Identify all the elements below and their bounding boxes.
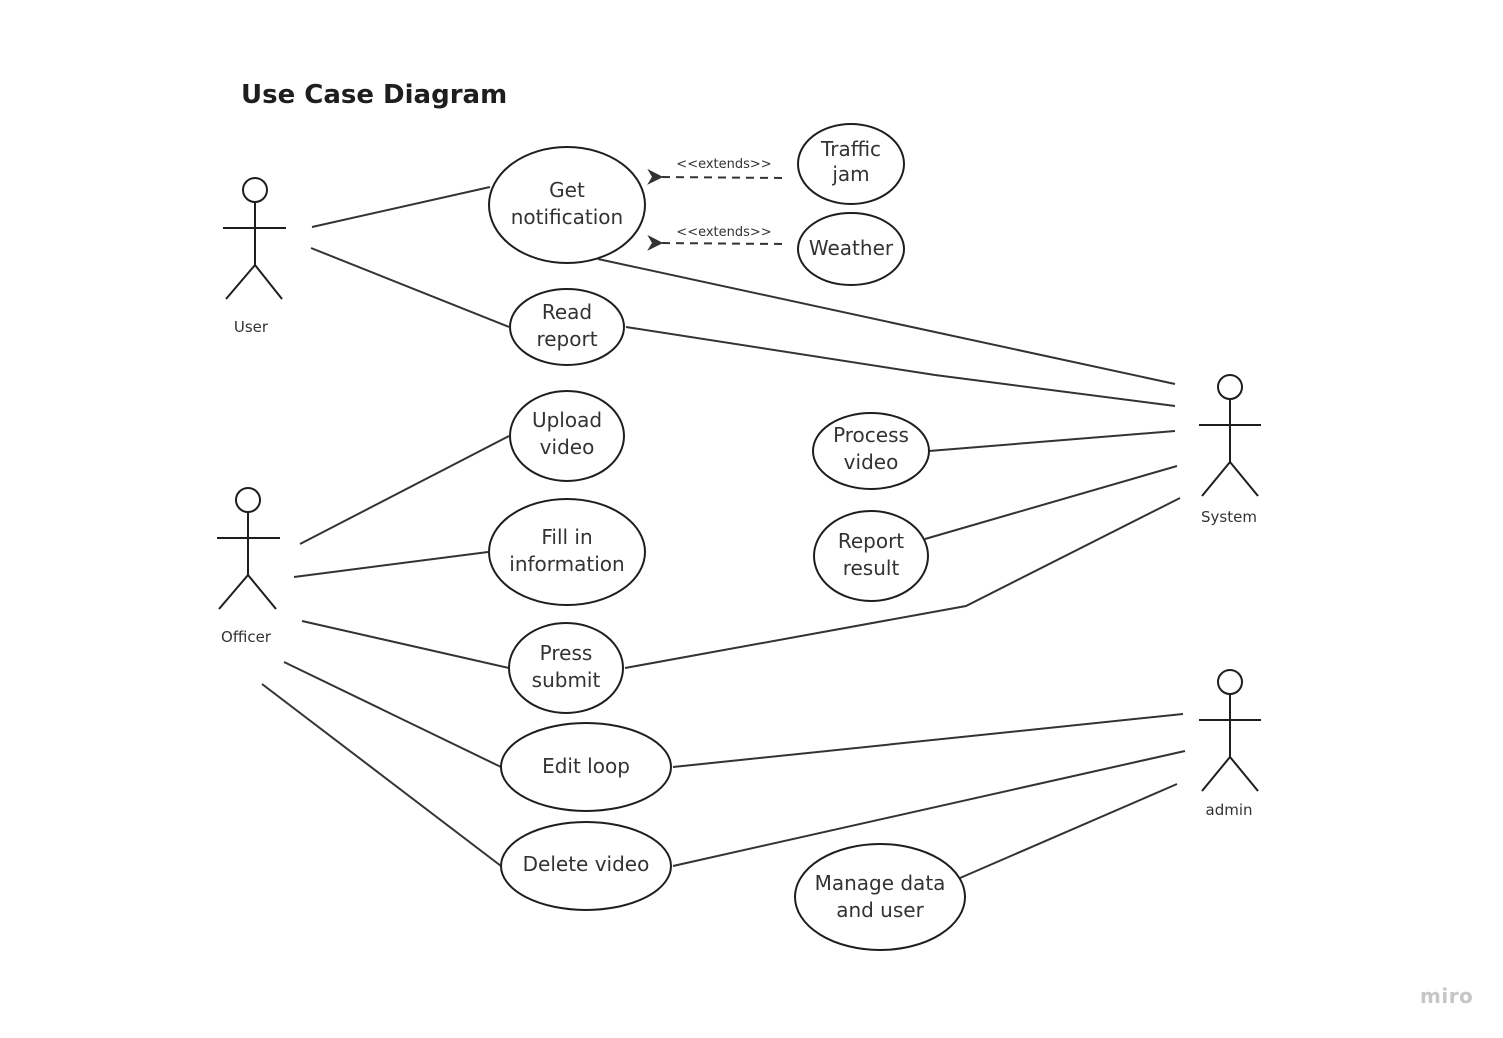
upload-video-label-1: Upload [532, 408, 602, 432]
weather-label: Weather [809, 236, 894, 260]
diagram-title: Use Case Diagram [241, 80, 508, 110]
actor-officer-icon[interactable] [217, 487, 280, 610]
associations [261, 186, 1186, 879]
extends-label-traffic-jam: <<extends>> [676, 157, 771, 172]
press-submit-label-2: submit [532, 668, 601, 692]
actor-user-icon[interactable] [223, 177, 286, 300]
extends-arrow-weather [647, 234, 783, 251]
use-case-manage-data-and-user[interactable] [794, 843, 966, 951]
read-report-label-2: report [536, 327, 597, 351]
fill-in-information-label-2: information [509, 552, 624, 576]
actor-system-label: System [1201, 508, 1257, 526]
assoc-officer-fill-in-information [293, 551, 489, 578]
get-notification-label-1: Get [549, 178, 585, 202]
assoc-manage-data-admin [959, 783, 1178, 879]
assoc-officer-press-submit [301, 620, 510, 669]
traffic-jam-label-1: Traffic [820, 137, 881, 161]
report-result-label-2: result [843, 556, 900, 580]
use-case-press-submit[interactable] [508, 622, 624, 714]
use-case-fill-in-information[interactable] [488, 498, 646, 606]
assoc-delete-video-admin [672, 750, 1186, 867]
miro-logo: miro [1420, 984, 1474, 1008]
report-result-label-1: Report [838, 529, 904, 553]
actor-admin-label: admin [1206, 801, 1253, 819]
extends-arrow-traffic-jam [647, 168, 783, 185]
actor-labels: User Officer System admin [221, 318, 1257, 819]
actor-system-icon[interactable] [1199, 374, 1261, 497]
use-case-traffic-jam[interactable] [797, 123, 905, 205]
assoc-user-get-notification [311, 186, 491, 228]
extends-arrows [647, 168, 783, 251]
assoc-press-submit-system [624, 497, 1181, 669]
assoc-user-read-report [310, 247, 510, 328]
actor-user-label: User [234, 318, 269, 336]
use-case-delete-video[interactable] [500, 821, 672, 911]
manage-data-label-1: Manage data [815, 871, 946, 895]
manage-data-label-2: and user [836, 898, 924, 922]
assoc-edit-loop-admin [672, 713, 1184, 768]
assoc-read-report-system [625, 326, 1176, 407]
use-case-read-report[interactable] [509, 288, 625, 366]
use-case-labels: Get notification Traffic jam Weather Rea… [509, 137, 945, 922]
actor-admin-icon[interactable] [1199, 669, 1261, 792]
read-report-label-1: Read [542, 300, 592, 324]
upload-video-label-2: video [540, 435, 595, 459]
get-notification-label-2: notification [511, 205, 623, 229]
use-case-get-notification[interactable] [488, 146, 646, 264]
fill-in-information-label-1: Fill in [541, 525, 592, 549]
press-submit-label-1: Press [540, 641, 593, 665]
assoc-officer-edit-loop [283, 661, 502, 768]
assoc-get-notification-system [597, 258, 1176, 385]
use-cases [488, 123, 966, 951]
use-case-process-video[interactable] [812, 412, 930, 490]
use-case-report-result[interactable] [813, 510, 929, 602]
assoc-officer-upload-video [299, 435, 510, 545]
edit-loop-label: Edit loop [542, 754, 630, 778]
actors [217, 177, 1261, 792]
use-case-edit-loop[interactable] [500, 722, 672, 812]
assoc-report-result-system [924, 465, 1178, 540]
actor-officer-label: Officer [221, 628, 272, 646]
extends-label-weather: <<extends>> [676, 225, 771, 240]
process-video-label-2: video [844, 450, 899, 474]
delete-video-label: Delete video [523, 852, 650, 876]
use-case-upload-video[interactable] [509, 390, 625, 482]
assoc-officer-delete-video [261, 683, 502, 867]
traffic-jam-label-2: jam [831, 162, 869, 186]
assoc-process-video-system [928, 430, 1176, 452]
use-case-weather[interactable] [797, 212, 905, 286]
process-video-label-1: Process [833, 423, 909, 447]
